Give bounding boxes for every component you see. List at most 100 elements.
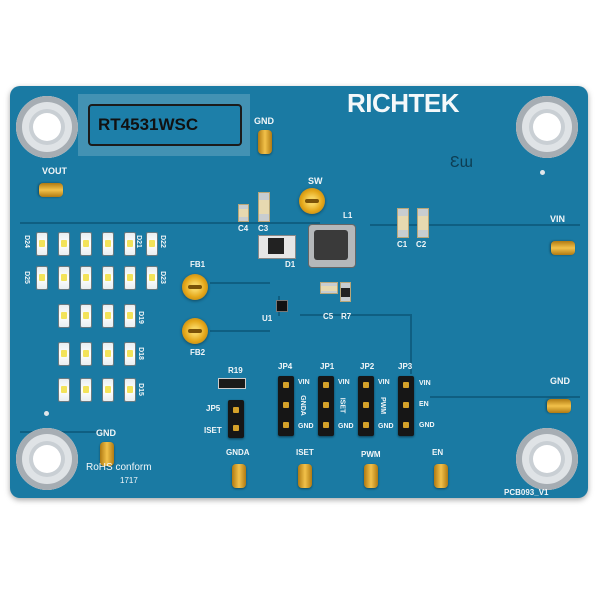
led	[58, 232, 70, 256]
resistor-r7	[340, 282, 351, 302]
pwm-label: PWM	[361, 450, 381, 459]
jp1-pin-vin: VIN	[338, 379, 350, 386]
jp4-pin-gnd: GND	[298, 423, 314, 430]
capacitor-c2	[417, 208, 429, 238]
test-point-gnd-right[interactable]	[547, 399, 571, 413]
r19-label: R19	[228, 366, 243, 375]
led	[124, 378, 136, 402]
led	[124, 232, 136, 256]
vin-right-label: VIN	[550, 214, 566, 224]
led-array	[32, 232, 172, 408]
via	[44, 411, 49, 416]
jp1-label: JP1	[320, 362, 335, 371]
led	[36, 232, 48, 256]
test-point-fb1[interactable]	[182, 274, 208, 300]
c2-label: C2	[416, 240, 427, 249]
jumper-jp5[interactable]	[228, 400, 244, 438]
capacitor-c3	[258, 192, 270, 222]
led	[102, 266, 114, 290]
via	[540, 170, 545, 175]
header-pin	[283, 382, 289, 388]
trace	[430, 396, 580, 398]
trace	[370, 224, 580, 226]
part-label-box	[88, 104, 242, 146]
led	[102, 232, 114, 256]
jp4-pin-vin: VIN	[298, 379, 310, 386]
test-point-gnd-left[interactable]	[100, 442, 114, 466]
rohs-label: RoHS conform	[86, 462, 152, 473]
jumper-jp1[interactable]	[318, 376, 334, 436]
r7-label: R7	[341, 312, 352, 321]
led	[58, 378, 70, 402]
jp1-pin-iset: ISET	[338, 397, 346, 414]
test-point-gnda[interactable]	[232, 464, 246, 488]
brand-logo: RICHTEK	[347, 88, 460, 118]
header-pin	[283, 422, 289, 428]
iset-label: ISET	[296, 448, 314, 457]
header-pin	[323, 422, 329, 428]
gnd-right-label: GND	[550, 376, 570, 386]
led	[58, 304, 70, 328]
trace	[20, 431, 110, 433]
trace	[300, 314, 410, 316]
jumper-jp4[interactable]	[278, 376, 294, 436]
jp4-pin-gnda: GNDA	[298, 395, 306, 416]
led	[102, 342, 114, 366]
capacitor-c4	[238, 204, 249, 222]
header-pin	[233, 407, 239, 413]
jp3-pin-en: EN	[419, 401, 429, 408]
led	[58, 342, 70, 366]
header-pin	[323, 402, 329, 408]
jp3-pin-gnd: GND	[419, 422, 435, 429]
test-point-pwm[interactable]	[364, 464, 378, 488]
header-pin	[403, 382, 409, 388]
resistor-r19	[218, 378, 246, 389]
c5-label: C5	[323, 312, 334, 321]
trace	[410, 314, 412, 374]
led	[146, 232, 158, 256]
test-point-fb2[interactable]	[182, 318, 208, 344]
header-pin	[363, 382, 369, 388]
d25-label: D25	[22, 271, 30, 284]
led	[80, 266, 92, 290]
d24-label: D24	[22, 235, 30, 248]
en-label: EN	[432, 448, 444, 457]
jp3-label: JP3	[398, 362, 413, 371]
u1-label: U1	[262, 314, 273, 323]
trace	[20, 222, 320, 224]
jp2-pin-gnd: GND	[378, 423, 394, 430]
led	[80, 342, 92, 366]
test-point-vin[interactable]	[551, 241, 575, 255]
led	[146, 266, 158, 290]
jp3-pin-vin: VIN	[419, 380, 431, 387]
d22-label: D22	[158, 235, 166, 248]
test-point-iset[interactable]	[298, 464, 312, 488]
sw-label: SW	[308, 176, 323, 186]
d1-label: D1	[285, 260, 296, 269]
header-pin	[363, 422, 369, 428]
vout-label: VOUT	[42, 166, 68, 176]
jp2-pin-vin: VIN	[378, 379, 390, 386]
c4-label: C4	[238, 224, 249, 233]
capacitor-c5	[320, 282, 338, 294]
part-number: RT4531WSC	[98, 115, 199, 134]
jumper-jp2[interactable]	[358, 376, 374, 436]
test-point-vout[interactable]	[39, 183, 63, 197]
inductor-l1-core	[314, 230, 348, 260]
header-pin	[233, 425, 239, 431]
test-point-sw[interactable]	[299, 188, 325, 214]
d15-label: D15	[136, 383, 144, 396]
d21-label: D21	[134, 235, 142, 248]
test-point-en[interactable]	[434, 464, 448, 488]
led	[36, 266, 48, 290]
d18-label: D18	[136, 347, 144, 360]
pcb-id: PCB093_V1	[504, 488, 549, 497]
gnda-label: GNDA	[226, 448, 250, 457]
jp4-label: JP4	[278, 362, 293, 371]
l1-label: L1	[343, 211, 353, 220]
test-point-gnd-top[interactable]	[258, 130, 272, 154]
jp2-label: JP2	[360, 362, 375, 371]
jumper-jp3[interactable]	[398, 376, 414, 436]
trace	[210, 330, 270, 332]
capacitor-c1	[397, 208, 409, 238]
